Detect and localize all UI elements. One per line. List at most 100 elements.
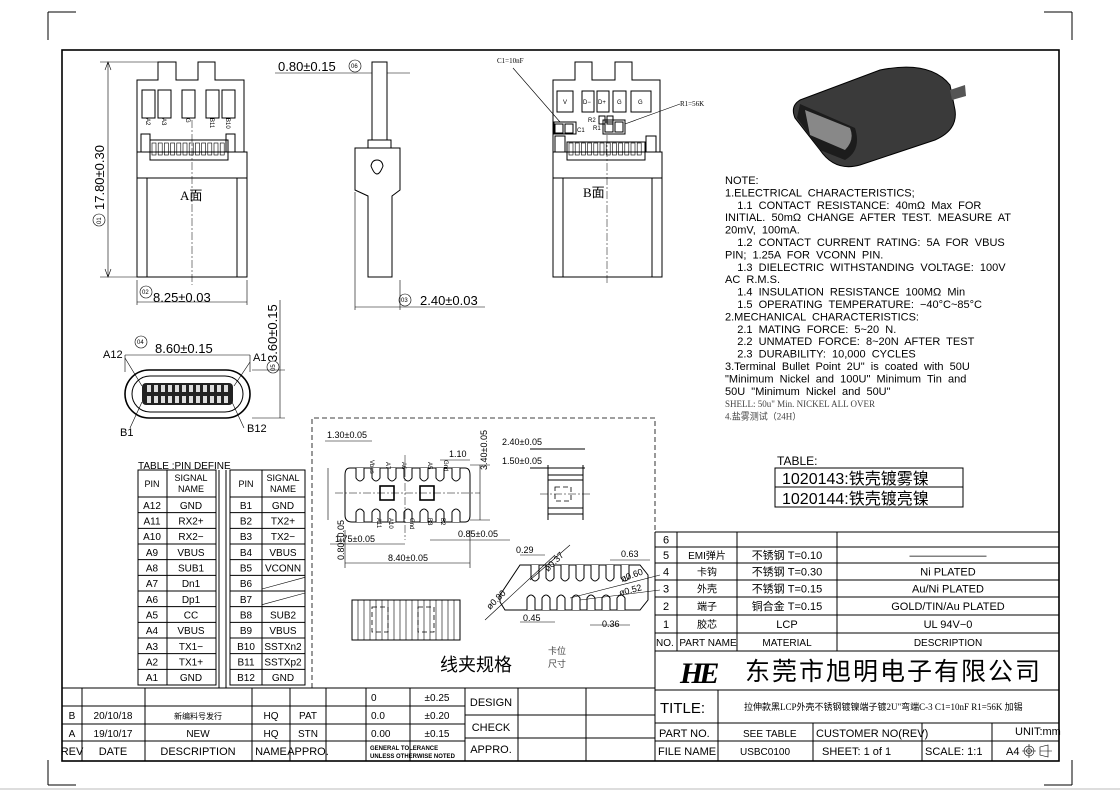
revision-cell: 新编料号发行 bbox=[174, 711, 222, 721]
connector-3d-render bbox=[792, 66, 966, 168]
file-name-value: USBC0100 bbox=[740, 747, 790, 758]
clip-slot bbox=[605, 565, 615, 582]
terminal-tooth bbox=[599, 142, 605, 156]
width-dimension: 8.25±0.03 bbox=[153, 290, 211, 305]
note-line: 1.5 OPERATING TEMPERATURE: −40°C~85°C bbox=[725, 299, 982, 311]
clip-dim: 8.40±0.05 bbox=[388, 553, 428, 563]
clip-slot bbox=[451, 508, 461, 522]
clip-pin-label: B2 bbox=[439, 518, 445, 526]
contact-pin bbox=[196, 385, 200, 392]
clip-dim: 0.63 bbox=[621, 549, 639, 559]
signal-name: SUB1 bbox=[178, 564, 205, 575]
clip-slot bbox=[575, 565, 585, 582]
side-view-drawing: 0.80±0.15 06 03 2.40±0.03 bbox=[275, 59, 485, 310]
company-name: 东莞市旭明电子有限公司 bbox=[745, 658, 1042, 686]
pin-id: B2 bbox=[240, 517, 253, 528]
clip-dim: 0.29 bbox=[516, 545, 534, 555]
terminal-tooth bbox=[624, 142, 630, 156]
length-dimension: 17.80±0.30 bbox=[92, 145, 107, 210]
contact-pin bbox=[217, 396, 221, 403]
sheet-frame bbox=[0, 11, 1120, 790]
tab-thickness-dimension: 0.80±0.15 bbox=[278, 59, 336, 74]
notes-section: NOTE:1.ELECTRICAL CHARACTERISTICS; 1.1 C… bbox=[725, 175, 1011, 422]
contact-pin bbox=[161, 396, 165, 403]
pin-id: B10 bbox=[237, 642, 255, 653]
signal-name: SUB2 bbox=[270, 611, 297, 622]
part-number: 4 bbox=[663, 567, 669, 579]
revision-cell: 20/10/18 bbox=[94, 711, 133, 722]
table-border bbox=[137, 469, 217, 686]
pin-id: A8 bbox=[146, 564, 159, 575]
revision-header: APPRO. bbox=[287, 746, 329, 758]
note-line: 1.2 CONTACT CURRENT RATING: 5A FOR VBUS bbox=[725, 237, 1005, 249]
note-line: 4.盐雾测试（24H） bbox=[725, 411, 801, 422]
clip-slot bbox=[526, 594, 536, 610]
clip-slot bbox=[371, 508, 381, 522]
clip-pin-label: Gnd bbox=[442, 460, 448, 471]
contact-pin bbox=[224, 385, 228, 392]
signal-name: TX2− bbox=[271, 532, 295, 543]
revision-cell: PAT bbox=[299, 711, 317, 722]
terminal-tooth bbox=[201, 142, 206, 156]
r1-callout: R1=56K bbox=[680, 100, 704, 108]
note-line: SHELL: 50u" Min. NICKEL ALL OVER bbox=[725, 399, 875, 409]
clip-pin-label: A10 bbox=[387, 518, 393, 529]
terminal-tooth bbox=[213, 142, 219, 156]
contact-pin bbox=[147, 396, 151, 403]
pin-label: G bbox=[184, 118, 190, 123]
signal-name: GND bbox=[272, 501, 294, 512]
clip-slot bbox=[419, 508, 429, 522]
clip-dim: 0.45 bbox=[523, 613, 541, 623]
balloon-06: 06 bbox=[351, 64, 358, 70]
pin-label: B11 bbox=[208, 118, 214, 129]
clip-slot bbox=[541, 594, 551, 610]
clip-dim: 1.75±0.05 bbox=[335, 534, 375, 544]
pin-table-title: TABLE :PIN DEFINE bbox=[138, 461, 231, 472]
r2-label: R2 bbox=[588, 118, 596, 124]
pin-id: A6 bbox=[146, 595, 159, 606]
part-name: EMI弹片 bbox=[688, 549, 726, 562]
contact-pin bbox=[210, 396, 214, 403]
clip-dim: 1.50±0.05 bbox=[502, 456, 542, 466]
part-description: GOLD/TIN/Au PLATED bbox=[891, 601, 1005, 613]
terminal-tooth bbox=[207, 142, 213, 156]
side-width-dimension: 2.40±0.03 bbox=[420, 293, 478, 308]
terminal-tooth bbox=[574, 142, 580, 156]
contact-pin bbox=[203, 385, 207, 392]
clip-slot bbox=[371, 468, 381, 482]
contact-pin bbox=[196, 396, 200, 403]
clip-dim: 0.85±0.05 bbox=[458, 529, 498, 539]
clip-pin-label: A5 bbox=[426, 462, 432, 470]
variant-table-title: TABLE: bbox=[777, 454, 817, 468]
clip-slot bbox=[387, 508, 397, 522]
table-header: SIGNAL bbox=[174, 473, 207, 483]
company-logo: HE bbox=[679, 657, 718, 690]
end-label-b1: B1 bbox=[120, 427, 133, 439]
clip-slot bbox=[387, 468, 397, 482]
part-name: 胶芯 bbox=[697, 618, 717, 631]
pin-id: B4 bbox=[240, 548, 253, 559]
view-a-drawing: A面 A2 A3 G B11 B10 17.80±0.30 01 02 8.25… bbox=[92, 61, 248, 305]
part-no-label: PART NO. bbox=[659, 728, 710, 740]
terminal-tooth bbox=[618, 142, 623, 156]
pin-label: B10 bbox=[224, 118, 230, 129]
contact-pin bbox=[217, 385, 221, 392]
part-number: 3 bbox=[663, 584, 669, 596]
view-a-pin-labels: A2 A3 G B11 B10 bbox=[144, 118, 230, 129]
note-line: 20mV, 100mA. bbox=[725, 225, 800, 237]
customer-label: CUSTOMER NO(REV) bbox=[816, 728, 928, 740]
pin-id: B3 bbox=[240, 532, 253, 543]
part-material: 不锈钢 T=0.30 bbox=[752, 566, 823, 579]
clip-slot bbox=[545, 565, 555, 582]
note-line: 2.1 MATING FORCE: 5~20 N. bbox=[725, 324, 896, 336]
part-description: Ni PLATED bbox=[920, 567, 975, 579]
signal-name: RX2− bbox=[178, 532, 203, 543]
pin-id: A3 bbox=[146, 642, 159, 653]
clip-pin-label: A11 bbox=[375, 518, 381, 529]
table-header: NAME bbox=[178, 484, 204, 494]
note-line: 1.3 DIELECTRIC WITHSTANDING VOLTAGE: 100… bbox=[725, 262, 1006, 274]
variant-row: 1020143:铁壳镀雾镍 bbox=[782, 470, 929, 488]
clip-dim: 1.30±0.05 bbox=[327, 430, 367, 440]
signal-name: SSTXp2 bbox=[264, 658, 302, 669]
